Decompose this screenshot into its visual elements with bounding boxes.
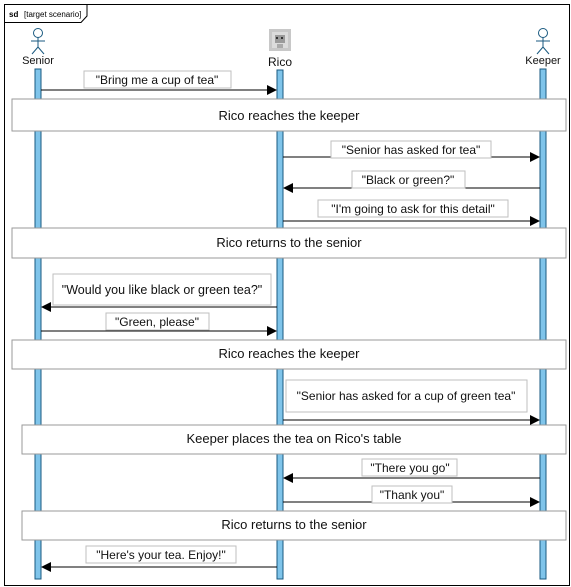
note-text: Rico reaches the keeper — [219, 346, 361, 361]
message-label-box — [85, 545, 237, 564]
message-9: "Thank you" — [283, 485, 540, 507]
message-7: "Senior has asked for a cup of green tea… — [283, 379, 540, 425]
message-label-box — [361, 458, 458, 477]
note-4: Keeper places the tea on Rico's table — [21, 424, 567, 455]
message-label: "Black or green?" — [362, 173, 455, 187]
message-label: "Senior has asked for tea" — [342, 143, 481, 157]
message-label: "Green, please" — [115, 315, 199, 329]
frame-keyword: sd — [9, 10, 18, 19]
lifeline-senior: Senior — [22, 28, 54, 67]
lifeline-label: Keeper — [525, 55, 561, 67]
lifeline-label: Rico — [268, 55, 292, 69]
message-label: "Thank you" — [380, 488, 445, 502]
message-4: "I'm going to ask for this detail" — [283, 199, 540, 226]
note-text: Rico returns to the senior — [221, 517, 367, 532]
actor-icon — [31, 28, 45, 55]
frame-name: [target scenario] — [24, 10, 81, 19]
message-5: "Would you like black or green tea?" — [41, 273, 277, 312]
note-text: Rico returns to the senior — [216, 235, 362, 250]
note-3: Rico reaches the keeper — [11, 339, 567, 370]
message-label: "Senior has asked for a cup of green tea… — [297, 389, 516, 403]
activation-bar-rico — [276, 69, 284, 580]
note-text: Rico reaches the keeper — [219, 108, 361, 123]
message-2: "Senior has asked for tea" — [283, 140, 540, 162]
message-1: "Bring me a cup of tea" — [41, 70, 277, 95]
activation-bar-senior — [34, 68, 42, 580]
message-label-box — [317, 199, 509, 218]
message-label-box — [351, 170, 466, 189]
note-5: Rico returns to the senior — [21, 510, 567, 541]
message-label-box — [105, 312, 210, 331]
frame-tab — [4, 4, 88, 23]
activation-bar-keeper — [539, 68, 547, 580]
message-label: "There you go" — [370, 461, 449, 475]
message-label-box — [83, 70, 232, 89]
message-10: "Here's your tea. Enjoy!" — [41, 545, 277, 572]
message-8: "There you go" — [283, 458, 540, 483]
robot-icon — [269, 29, 291, 51]
note-2: Rico returns to the senior — [11, 227, 567, 259]
message-label: "Would you like black or green tea?" — [62, 283, 262, 297]
message-6: "Green, please" — [41, 312, 277, 336]
lifeline-label: Senior — [22, 55, 54, 67]
note-text: Keeper places the tea on Rico's table — [187, 431, 402, 446]
message-label: "Here's your tea. Enjoy!" — [96, 548, 226, 562]
lifeline-keeper: Keeper — [525, 28, 561, 67]
lifeline-rico: Rico — [268, 29, 292, 69]
message-label-box — [52, 273, 272, 306]
actor-icon — [536, 28, 550, 55]
message-3: "Black or green?" — [283, 170, 540, 193]
message-label-box — [371, 485, 453, 504]
message-label-box — [285, 379, 528, 413]
note-1: Rico reaches the keeper — [11, 98, 567, 132]
message-label: "I'm going to ask for this detail" — [331, 202, 495, 216]
message-label-box — [330, 140, 492, 159]
message-label: "Bring me a cup of tea" — [96, 73, 219, 87]
